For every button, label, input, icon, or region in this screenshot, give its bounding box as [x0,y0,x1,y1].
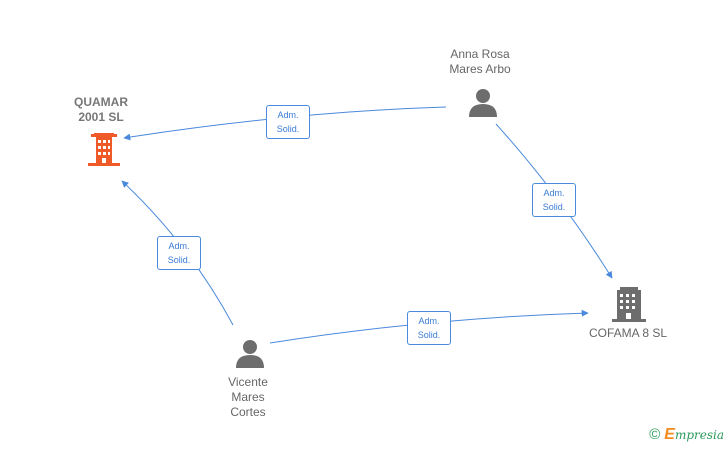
quamar-label-line2: 2001 SL [78,110,124,124]
vicente-label-line3: Cortes [230,405,266,419]
anna-label-line1: Anna Rosa [450,47,510,61]
cofama-label[interactable]: COFAMA 8 SL [578,326,678,341]
edge-label-line2: Solid. [167,255,191,265]
edge-label-line2: Solid. [417,330,441,340]
edge-label-line2: Solid. [542,202,566,212]
anna-label-line2: Mares Arbo [449,62,511,76]
edge-label-anna-quamar[interactable]: Adm. Solid. [266,105,310,139]
vicente-label-line1: Vicente [228,375,268,389]
vicente-label[interactable]: Vicente Mares Cortes [208,375,288,420]
vicente-person-icon [236,340,264,368]
cofama-building-icon [612,287,646,322]
edge-label-vicente-cofama[interactable]: Adm. Solid. [407,311,451,345]
anna-person-icon [469,89,497,117]
brand-footer[interactable]: ©Empresia [649,426,724,444]
anna-label[interactable]: Anna Rosa Mares Arbo [430,47,530,77]
cofama-label-line1: COFAMA 8 SL [588,326,668,340]
edge-label-line1: Adm. [168,241,190,251]
edge-label-line2: Solid. [276,124,300,134]
brand-logo-text: mpresia [674,428,724,442]
quamar-label[interactable]: QUAMAR 2001 SL [60,95,142,125]
edge-label-vicente-quamar[interactable]: Adm. Solid. [157,236,201,270]
quamar-building-icon [88,133,120,166]
edge-label-anna-cofama[interactable]: Adm. Solid. [532,183,576,217]
quamar-label-line1: QUAMAR [74,95,128,109]
vicente-label-line2: Mares [231,390,265,404]
copyright-symbol: © [649,426,661,443]
edge-label-line1: Adm. [277,110,299,120]
edge-label-line1: Adm. [418,316,440,326]
brand-logo-initial: E [664,426,675,443]
edge-label-line1: Adm. [543,188,565,198]
